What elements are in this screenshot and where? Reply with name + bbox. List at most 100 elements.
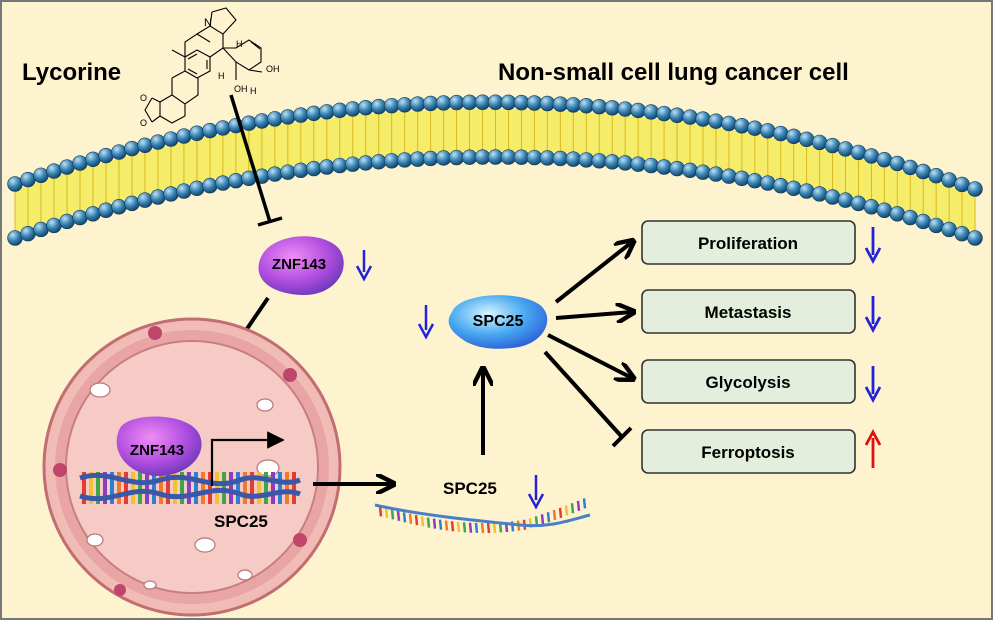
lipid-head xyxy=(46,217,62,234)
outcome-label: Metastasis xyxy=(705,303,792,322)
lipid-head xyxy=(708,166,724,182)
lipid-head xyxy=(396,152,413,168)
lipid-head xyxy=(332,157,348,174)
nucleus xyxy=(42,317,342,617)
mrna-base xyxy=(456,521,461,532)
lipid-head xyxy=(669,160,685,177)
lipid-head xyxy=(526,149,543,166)
lipid-head xyxy=(59,213,75,230)
mrna-base xyxy=(468,522,473,533)
lipid-head xyxy=(526,95,543,111)
lipid-head xyxy=(111,199,127,215)
lipid-head xyxy=(591,153,607,169)
lipid-head xyxy=(721,168,737,184)
lipid-head xyxy=(215,175,231,191)
mrna-base xyxy=(474,522,479,534)
lipid-head xyxy=(280,109,296,125)
mrna-base xyxy=(552,509,557,521)
outcome-box xyxy=(641,289,856,334)
lipid-head xyxy=(539,95,556,112)
mrna-base xyxy=(540,514,545,525)
lipid-head xyxy=(46,163,62,179)
lipid-head xyxy=(773,177,789,194)
lipid-head xyxy=(773,125,789,142)
lipid-head xyxy=(319,104,335,120)
lipid-head xyxy=(202,177,218,194)
lipid-head xyxy=(876,151,893,168)
lipid-head xyxy=(539,150,556,166)
lipid-head xyxy=(461,94,478,111)
cell-type-label: Non-small cell lung cancer cell xyxy=(498,59,849,86)
lipid-head xyxy=(695,111,711,127)
mrna-base xyxy=(420,516,425,527)
lipid-head xyxy=(565,97,582,113)
down-arrow-icon xyxy=(355,250,373,282)
lipid-head xyxy=(785,180,802,196)
lipid-head xyxy=(371,154,387,170)
lipid-head xyxy=(824,189,841,205)
mrna-base xyxy=(450,521,455,532)
membrane-lipid-tails xyxy=(15,108,975,232)
lipid-head xyxy=(578,152,594,168)
lycorine-structure: N H H H OH OH O O xyxy=(140,7,280,128)
mrna-base xyxy=(492,522,497,533)
lipid-head xyxy=(409,151,426,167)
lipid-head xyxy=(915,213,931,230)
cell-membrane xyxy=(7,94,983,246)
spc25-protein: SPC25 xyxy=(448,295,548,349)
lipid-head xyxy=(850,144,867,161)
lipid-head xyxy=(798,183,815,199)
lipid-head xyxy=(967,230,983,246)
mrna-base xyxy=(462,522,467,533)
lipid-head xyxy=(345,101,361,117)
lipid-head xyxy=(604,154,620,170)
lipid-head xyxy=(863,148,880,164)
inhibit-icon xyxy=(543,350,633,448)
lipid-head xyxy=(163,186,179,202)
outcome-box xyxy=(641,220,856,265)
dna-helix xyxy=(79,472,301,504)
lipid-head xyxy=(85,151,101,167)
lipid-head xyxy=(72,155,88,171)
down-arrow-icon xyxy=(864,227,882,264)
outcome-label: Glycolysis xyxy=(705,373,790,392)
outcome-glycolysis: Glycolysis xyxy=(641,359,882,404)
atom-oxygen-2: O xyxy=(140,118,147,128)
lipid-head xyxy=(267,111,283,127)
mrna-base xyxy=(426,517,431,528)
lipid-head xyxy=(332,102,348,119)
lipid-head xyxy=(176,128,192,144)
mrna-base xyxy=(546,512,551,523)
activation-arrow-icon xyxy=(554,242,632,304)
lipid-head xyxy=(137,192,153,208)
znf143-nucleus: ZNF143 xyxy=(116,416,202,477)
lipid-head xyxy=(487,149,504,165)
lipid-head xyxy=(189,180,205,196)
lipid-head xyxy=(241,115,257,131)
lipid-head xyxy=(371,98,387,115)
lipid-head xyxy=(500,94,517,111)
mrna-base xyxy=(582,498,587,509)
lipid-head xyxy=(448,94,465,111)
mrna-base xyxy=(432,518,437,529)
lipid-head xyxy=(293,107,309,123)
lipid-head xyxy=(785,128,802,145)
lipid-head xyxy=(682,162,698,179)
lipid-head xyxy=(734,118,750,134)
outcome-proliferation: Proliferation xyxy=(641,220,882,265)
outcome-box xyxy=(641,429,856,474)
lipid-head xyxy=(20,225,36,242)
mrna-base xyxy=(480,522,485,534)
lipid-head xyxy=(474,149,491,165)
outcome-label: Proliferation xyxy=(698,234,798,253)
znf143-nuc-label: ZNF143 xyxy=(130,442,184,459)
lipid-head xyxy=(267,166,283,182)
lipid-head xyxy=(358,155,374,171)
atom-hydrogen-2: H xyxy=(218,71,225,81)
up-arrow-icon xyxy=(864,429,882,468)
lipid-head xyxy=(111,144,127,160)
lipid-head xyxy=(902,209,918,226)
inhibit-icon xyxy=(229,94,283,227)
lipid-head xyxy=(345,156,361,172)
